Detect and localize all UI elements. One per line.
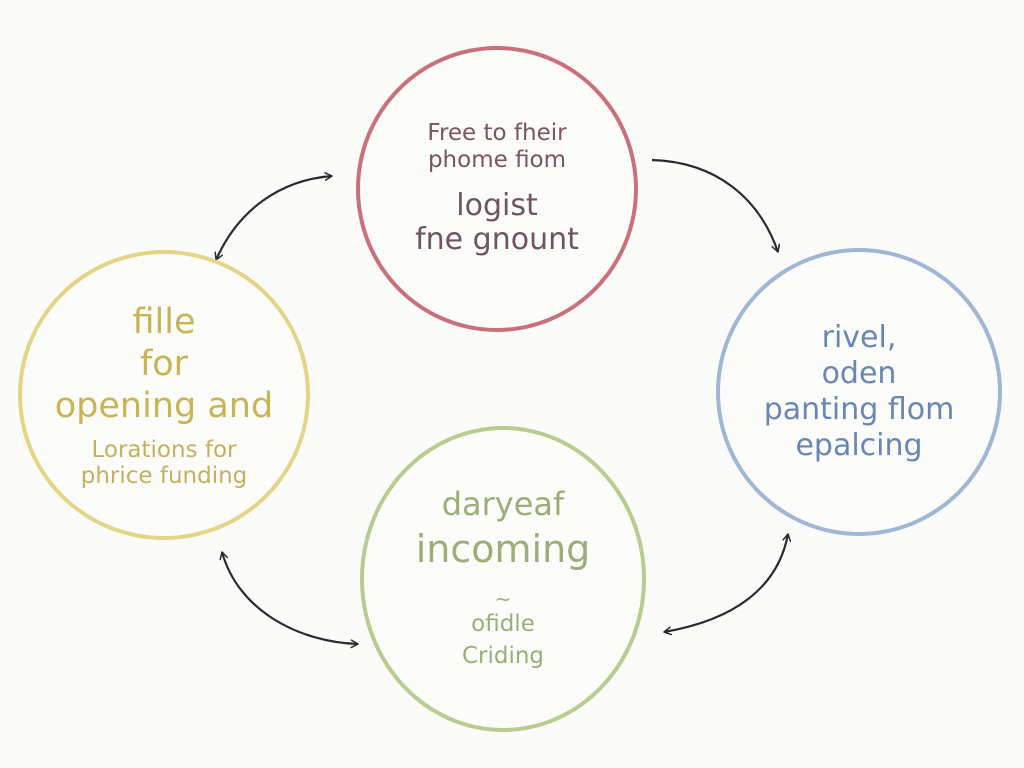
node-top-line-3: logist xyxy=(456,187,538,223)
arrow-bottom-right xyxy=(663,533,792,636)
node-left-yellow: fille for opening and Lorations for phri… xyxy=(18,250,310,540)
node-bottom-green: daryeaf incoming ~ ofidle Criding xyxy=(360,426,646,732)
node-left-line-5: phrice funding xyxy=(80,463,248,489)
node-top-line-2: phome fiom xyxy=(427,146,567,173)
node-left-line-3: opening and xyxy=(54,385,274,426)
arrow-bottom-left xyxy=(219,551,359,649)
node-right-line-4: epalcing xyxy=(795,428,923,463)
node-right-blue: rivel, oden panting flom epalcing xyxy=(716,248,1002,536)
node-bottom-line-3: ofidle xyxy=(471,611,535,638)
node-right-line-1: rivel, xyxy=(821,320,897,355)
node-right-line-3: panting flom xyxy=(763,392,955,427)
node-bottom-line-4: Criding xyxy=(461,643,545,670)
arrow-top-right xyxy=(651,158,781,253)
arrow-top-left xyxy=(214,172,333,261)
node-top-red: Free to fheir phome fiom logist fne gnou… xyxy=(356,46,638,332)
node-left-line-4: Lorations for xyxy=(91,436,237,463)
node-bottom-line-2: incoming xyxy=(415,527,591,572)
squiggle-mark: ~ xyxy=(494,587,512,612)
node-right-line-2: oden xyxy=(821,356,897,391)
node-bottom-line-1: daryeaf xyxy=(441,484,565,523)
node-left-line-2: for xyxy=(139,343,189,384)
node-top-line-4: fne gnount xyxy=(415,222,579,258)
node-top-line-1: Free to fheir xyxy=(427,120,567,147)
node-left-line-1: fille xyxy=(132,301,196,342)
